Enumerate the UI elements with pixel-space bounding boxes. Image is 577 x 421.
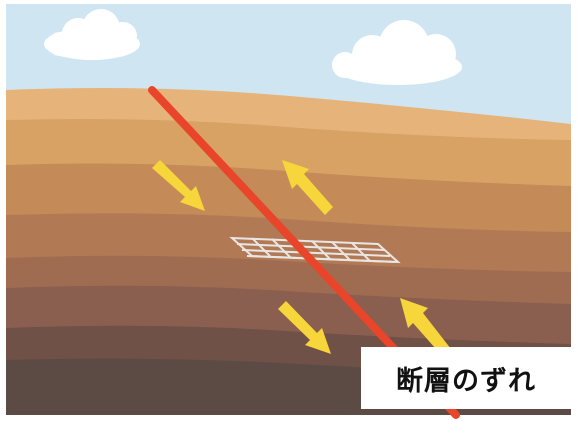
arrow-left-lower-down-icon	[278, 301, 331, 354]
caption-box: 断層のずれ	[361, 347, 571, 409]
arrow-right-lower-up-icon	[400, 298, 451, 357]
arrow-right-upper-up-icon	[282, 160, 333, 215]
cloud-left	[44, 9, 140, 60]
cloud-right	[332, 20, 462, 85]
caption-title: 断層のずれ	[396, 365, 536, 397]
grid-pattern	[229, 236, 401, 264]
arrow-left-upper-down-icon	[152, 160, 205, 211]
